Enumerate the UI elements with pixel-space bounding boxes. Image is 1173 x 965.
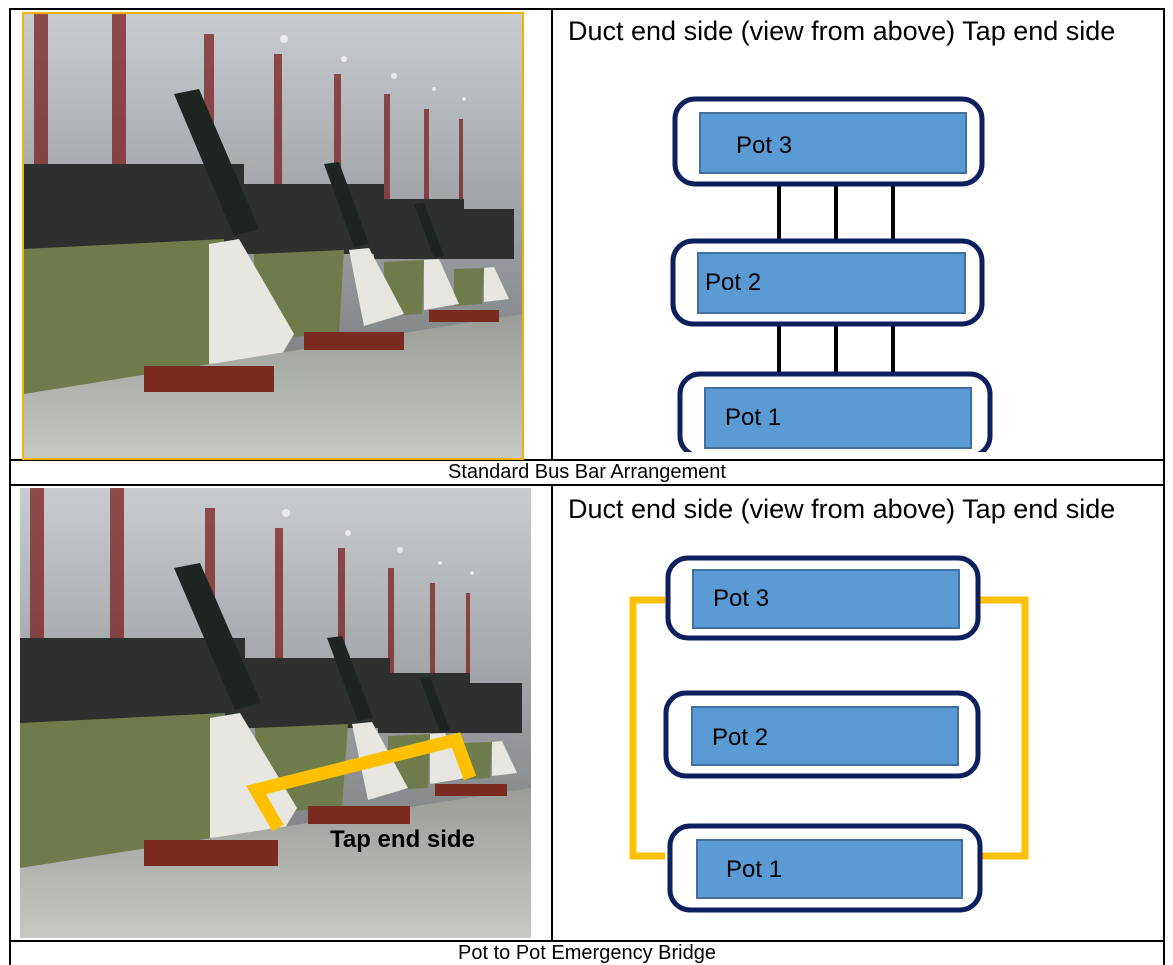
pot-3: Pot 3	[672, 96, 985, 187]
pot-3-label: Pot 3	[713, 585, 769, 612]
table-row-divider-1	[9, 459, 1165, 461]
table-column-divider-2	[551, 484, 553, 942]
table-border-right	[1163, 8, 1165, 965]
emergency-bridge-overlay	[246, 732, 477, 832]
pot-2-label: Pot 2	[712, 724, 768, 751]
pot-2: Pot 2	[663, 690, 981, 779]
pot-2: Pot 2	[670, 238, 985, 327]
caption-standard-busbar: Standard Bus Bar Arrangement	[448, 461, 726, 483]
emergency-bridge-diagram: Pot 3 Pot 2 Pot 1	[629, 555, 1029, 913]
pot-1-label: Pot 1	[726, 856, 782, 883]
emergency-bridge-connectors	[629, 596, 1029, 860]
table-row-divider-2	[9, 484, 1165, 486]
pot-3: Pot 3	[665, 555, 981, 641]
potroom-photo-top	[22, 12, 524, 460]
pot-1-label: Pot 1	[725, 404, 781, 431]
pot-3-label: Pot 3	[736, 132, 792, 159]
standard-busbar-diagram: Pot 3 Pot 2 Pot 1	[670, 96, 993, 452]
potroom-photo-bottom	[20, 488, 531, 938]
table-column-divider-1	[551, 8, 553, 461]
pot-1: Pot 1	[667, 823, 983, 913]
tap-end-side-label: Tap end side	[330, 826, 475, 853]
pot-2-label: Pot 2	[705, 269, 761, 296]
caption-emergency-bridge: Pot to Pot Emergency Bridge	[458, 942, 716, 964]
pot-1: Pot 1	[677, 371, 993, 452]
table-border-left	[9, 8, 11, 965]
row1-diagram-heading: Duct end side (view from above) Tap end …	[568, 16, 1116, 46]
table-row-divider-3	[9, 940, 1165, 942]
row2-diagram-heading: Duct end side (view from above) Tap end …	[568, 494, 1116, 524]
table-border-top	[9, 8, 1165, 10]
